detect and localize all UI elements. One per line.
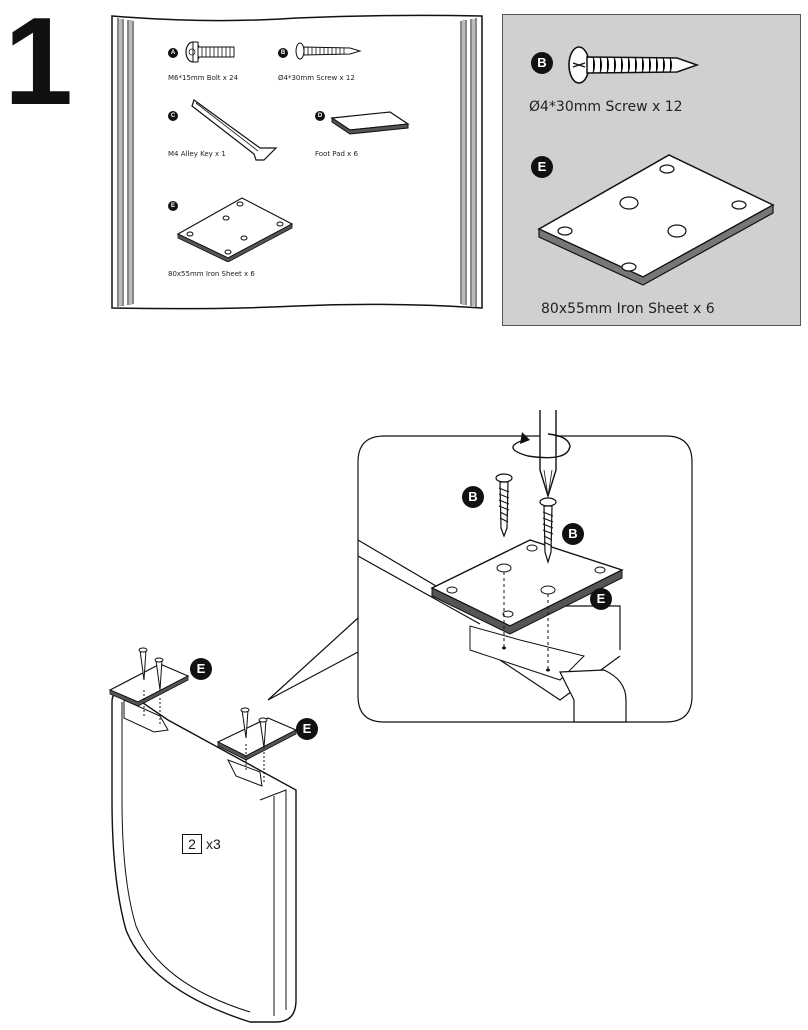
screw-icon (295, 42, 362, 60)
allen-key-icon (191, 99, 278, 161)
detail-screw-badge-2: B (562, 523, 584, 545)
table-leg (108, 647, 298, 1023)
zoom-screw-label: Ø4*30mm Screw x 12 (529, 99, 683, 115)
zoom-sheet-badge: E (531, 156, 553, 178)
step-number: 1 (4, 0, 73, 131)
detail-view (357, 410, 693, 723)
part-e-badge: E (168, 201, 178, 211)
zoomed-parts-panel: B Ø4*30mm Screw x 12 E 80x55mm Iron Shee… (502, 14, 801, 326)
foot-pad-icon (330, 111, 410, 135)
iron-sheet-icon (537, 154, 775, 286)
part-d-label: Foot Pad x 6 (315, 150, 358, 158)
parts-list-panel: A M6*15mm Bolt x 24 B Ø4*30mm Screw x 12… (110, 14, 484, 310)
part-c-label: M4 Alley Key x 1 (168, 150, 226, 158)
leg-sheet-badge-right: E (296, 718, 318, 740)
detail-screw-badge: B (462, 486, 484, 508)
part-d-badge: D (315, 111, 325, 121)
bolt-icon (185, 41, 235, 63)
quantity-multiplier: x3 (206, 836, 221, 852)
leg-sheet-badge-left: E (190, 658, 212, 680)
part-a-badge: A (168, 48, 178, 58)
part-number-box: 2 (182, 834, 202, 854)
part-b-label: Ø4*30mm Screw x 12 (278, 74, 355, 82)
zoom-sheet-label: 80x55mm Iron Sheet x 6 (541, 301, 715, 317)
part-c-badge: C (168, 111, 178, 121)
iron-sheet-icon (176, 197, 294, 262)
screw-icon (568, 46, 700, 84)
part-b-badge: B (278, 48, 288, 58)
part-a-label: M6*15mm Bolt x 24 (168, 74, 239, 82)
detail-sheet-badge: E (590, 588, 612, 610)
detail-pointer (267, 617, 359, 701)
zoom-screw-badge: B (531, 52, 553, 74)
part-e-label: 80x55mm Iron Sheet x 6 (168, 270, 255, 278)
